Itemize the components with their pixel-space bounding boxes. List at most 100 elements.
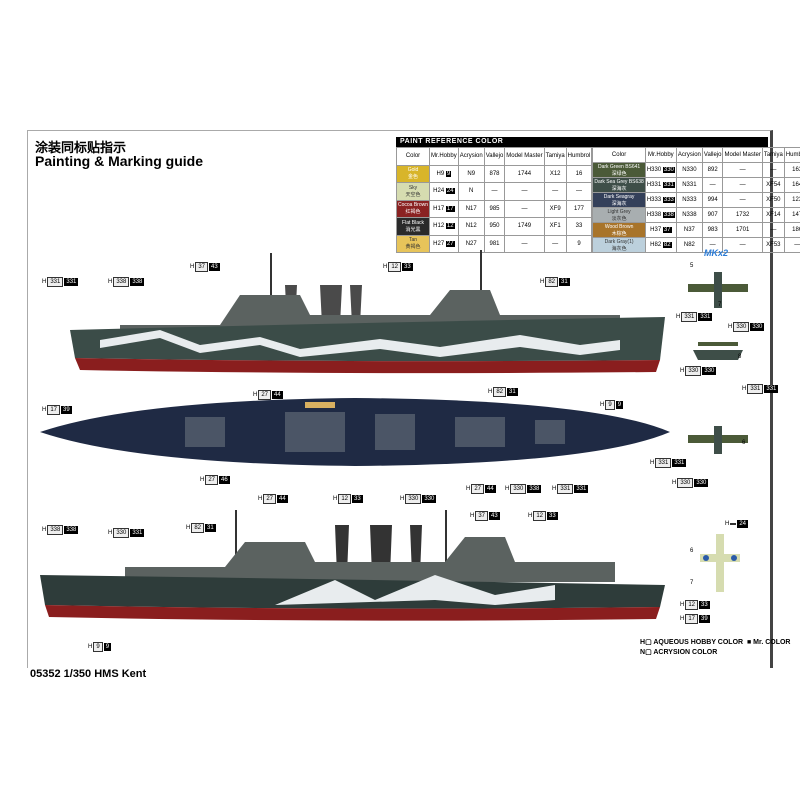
tamiya-code: XF50 — [761, 192, 785, 208]
mr-color-code: 330 — [662, 167, 675, 173]
column-header: Mr.Hobby — [429, 147, 459, 166]
decal-number: 7 — [690, 580, 694, 586]
tamiya-code: XF1 — [543, 217, 567, 236]
color-name-cn: 木棕色 — [611, 230, 627, 237]
callout-h-code: 330 — [733, 322, 750, 332]
callout-h-code: 331 — [747, 384, 764, 394]
vallejo-code: 950 — [483, 217, 506, 236]
callout-h-code: 27 — [258, 390, 272, 400]
humbrol-code: 163 — [783, 162, 800, 178]
callout-h-code: 338 — [113, 277, 130, 287]
model-master-code: — — [504, 182, 545, 201]
model-master-code: — — [722, 177, 763, 193]
ship-plan-view — [40, 398, 670, 466]
color-legend: H▢ AQUEOUS HOBBY COLOR ■ Mr. COLOR N▢ AC… — [640, 639, 791, 656]
h-code: 330 — [651, 167, 662, 173]
callout-h-code: 331 — [681, 312, 698, 322]
mr-hobby-code: H37 37 — [644, 222, 677, 238]
callout-mr-code: 9 — [615, 401, 624, 409]
column-header: Humbrol — [783, 147, 800, 163]
color-name: Dark Green BS641 — [597, 163, 641, 170]
tamiya-code: — — [761, 162, 785, 178]
acrysion-code: N17 — [457, 199, 485, 218]
h-code: 9 — [440, 170, 445, 177]
mr-hobby-code: H9 9 — [429, 164, 459, 183]
acrysion-code: N330 — [675, 162, 703, 178]
callout-h-code: 82 — [545, 277, 559, 287]
color-name: Wood Brown — [604, 223, 634, 230]
vallejo-code: 983 — [701, 222, 724, 238]
mr-color-code: 12 — [445, 223, 455, 230]
mr-color-code: 27 — [445, 240, 455, 247]
column-header: Vallejo — [701, 147, 724, 163]
decal-number: 8 — [738, 354, 742, 360]
color-name-cn: 深海灰 — [611, 185, 627, 192]
callout-mr-code: 43 — [489, 512, 500, 520]
callout-h-code: 12 — [388, 262, 402, 272]
column-header: Mr.Hobby — [644, 147, 677, 163]
color-name: Cocoa Brown — [398, 202, 429, 209]
n-code: 333 — [686, 197, 697, 203]
acrysion-code: N9 — [457, 164, 485, 183]
mr-color-code: 331 — [662, 182, 675, 188]
color-name: Light Grey — [607, 208, 631, 215]
callout-mr-code: 31 — [507, 388, 518, 396]
color-name-cn: 深海灰 — [611, 200, 627, 207]
n-code: 9 — [471, 170, 476, 177]
mr-hobby-code: H331 331 — [644, 177, 677, 193]
callout-mr-code: 9 — [103, 643, 112, 651]
humbrol-code: — — [565, 182, 593, 201]
callout-h-code: 27 — [205, 475, 219, 485]
tamiya-code: XF9 — [543, 199, 567, 218]
callout-h-code: 330 — [510, 484, 527, 494]
callout-h-code: 9 — [93, 642, 103, 652]
humbrol-code: 16 — [565, 164, 593, 183]
mr-hobby-code: H27 27 — [429, 234, 459, 253]
callout-h-code — [730, 523, 737, 525]
model-master-code: 1744 — [504, 164, 545, 183]
model-master-code: — — [722, 192, 763, 208]
legend-aqueous: AQUEOUS HOBBY COLOR — [653, 639, 744, 646]
mr-color-code: 338 — [662, 212, 675, 218]
tamiya-code: — — [761, 222, 785, 238]
product-footer: 05352 1/350 HMS Kent — [30, 668, 147, 680]
acrysion-code: N333 — [675, 192, 703, 208]
mr-hobby-code: H17 17 — [429, 199, 459, 218]
ship-profile-port — [40, 510, 665, 621]
vallejo-code: 994 — [701, 192, 724, 208]
callout-mr-code: 330 — [702, 367, 717, 375]
guide-sheet — [27, 130, 773, 668]
mr-color-code: 333 — [662, 197, 675, 203]
decal-number: 7 — [718, 302, 722, 308]
ship-profile-starboard — [70, 250, 665, 374]
callout-h-code: 330 — [677, 478, 694, 488]
callout-h-code: 12 — [685, 600, 699, 610]
vallejo-code: — — [483, 182, 506, 201]
h-code: 331 — [651, 182, 662, 188]
vallejo-code: 907 — [701, 207, 724, 223]
column-header: Acrysion — [457, 147, 485, 166]
callout-mr-code: 331 — [672, 459, 687, 467]
column-header: Tamiya — [761, 147, 785, 163]
callout-mr-code: 330 — [694, 479, 709, 487]
color-name-cn: 天空色 — [405, 191, 421, 198]
callout-mr-code: 39 — [61, 406, 72, 414]
humbrol-code: — — [783, 237, 800, 253]
